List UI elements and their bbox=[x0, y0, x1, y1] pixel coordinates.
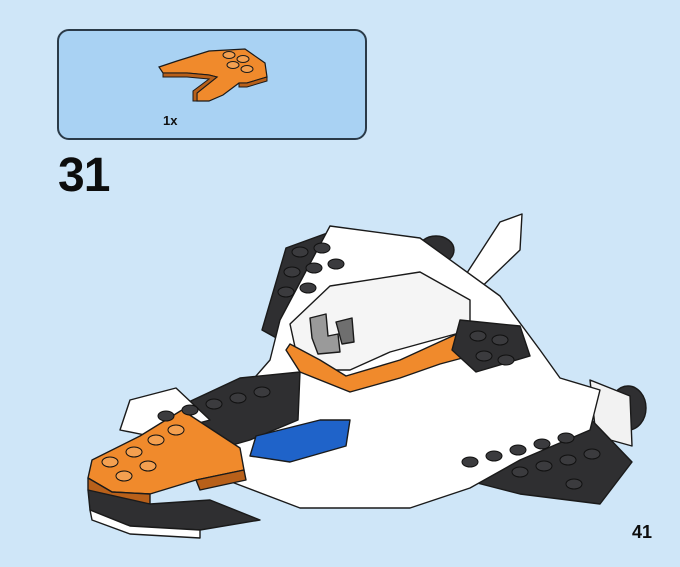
parts-callout: 1x bbox=[57, 29, 367, 140]
orange-wedge-plate-icon bbox=[158, 48, 268, 102]
page-number: 41 bbox=[632, 522, 653, 542]
step-number: 31 bbox=[58, 149, 110, 202]
part-quantity: 1x bbox=[163, 113, 178, 128]
